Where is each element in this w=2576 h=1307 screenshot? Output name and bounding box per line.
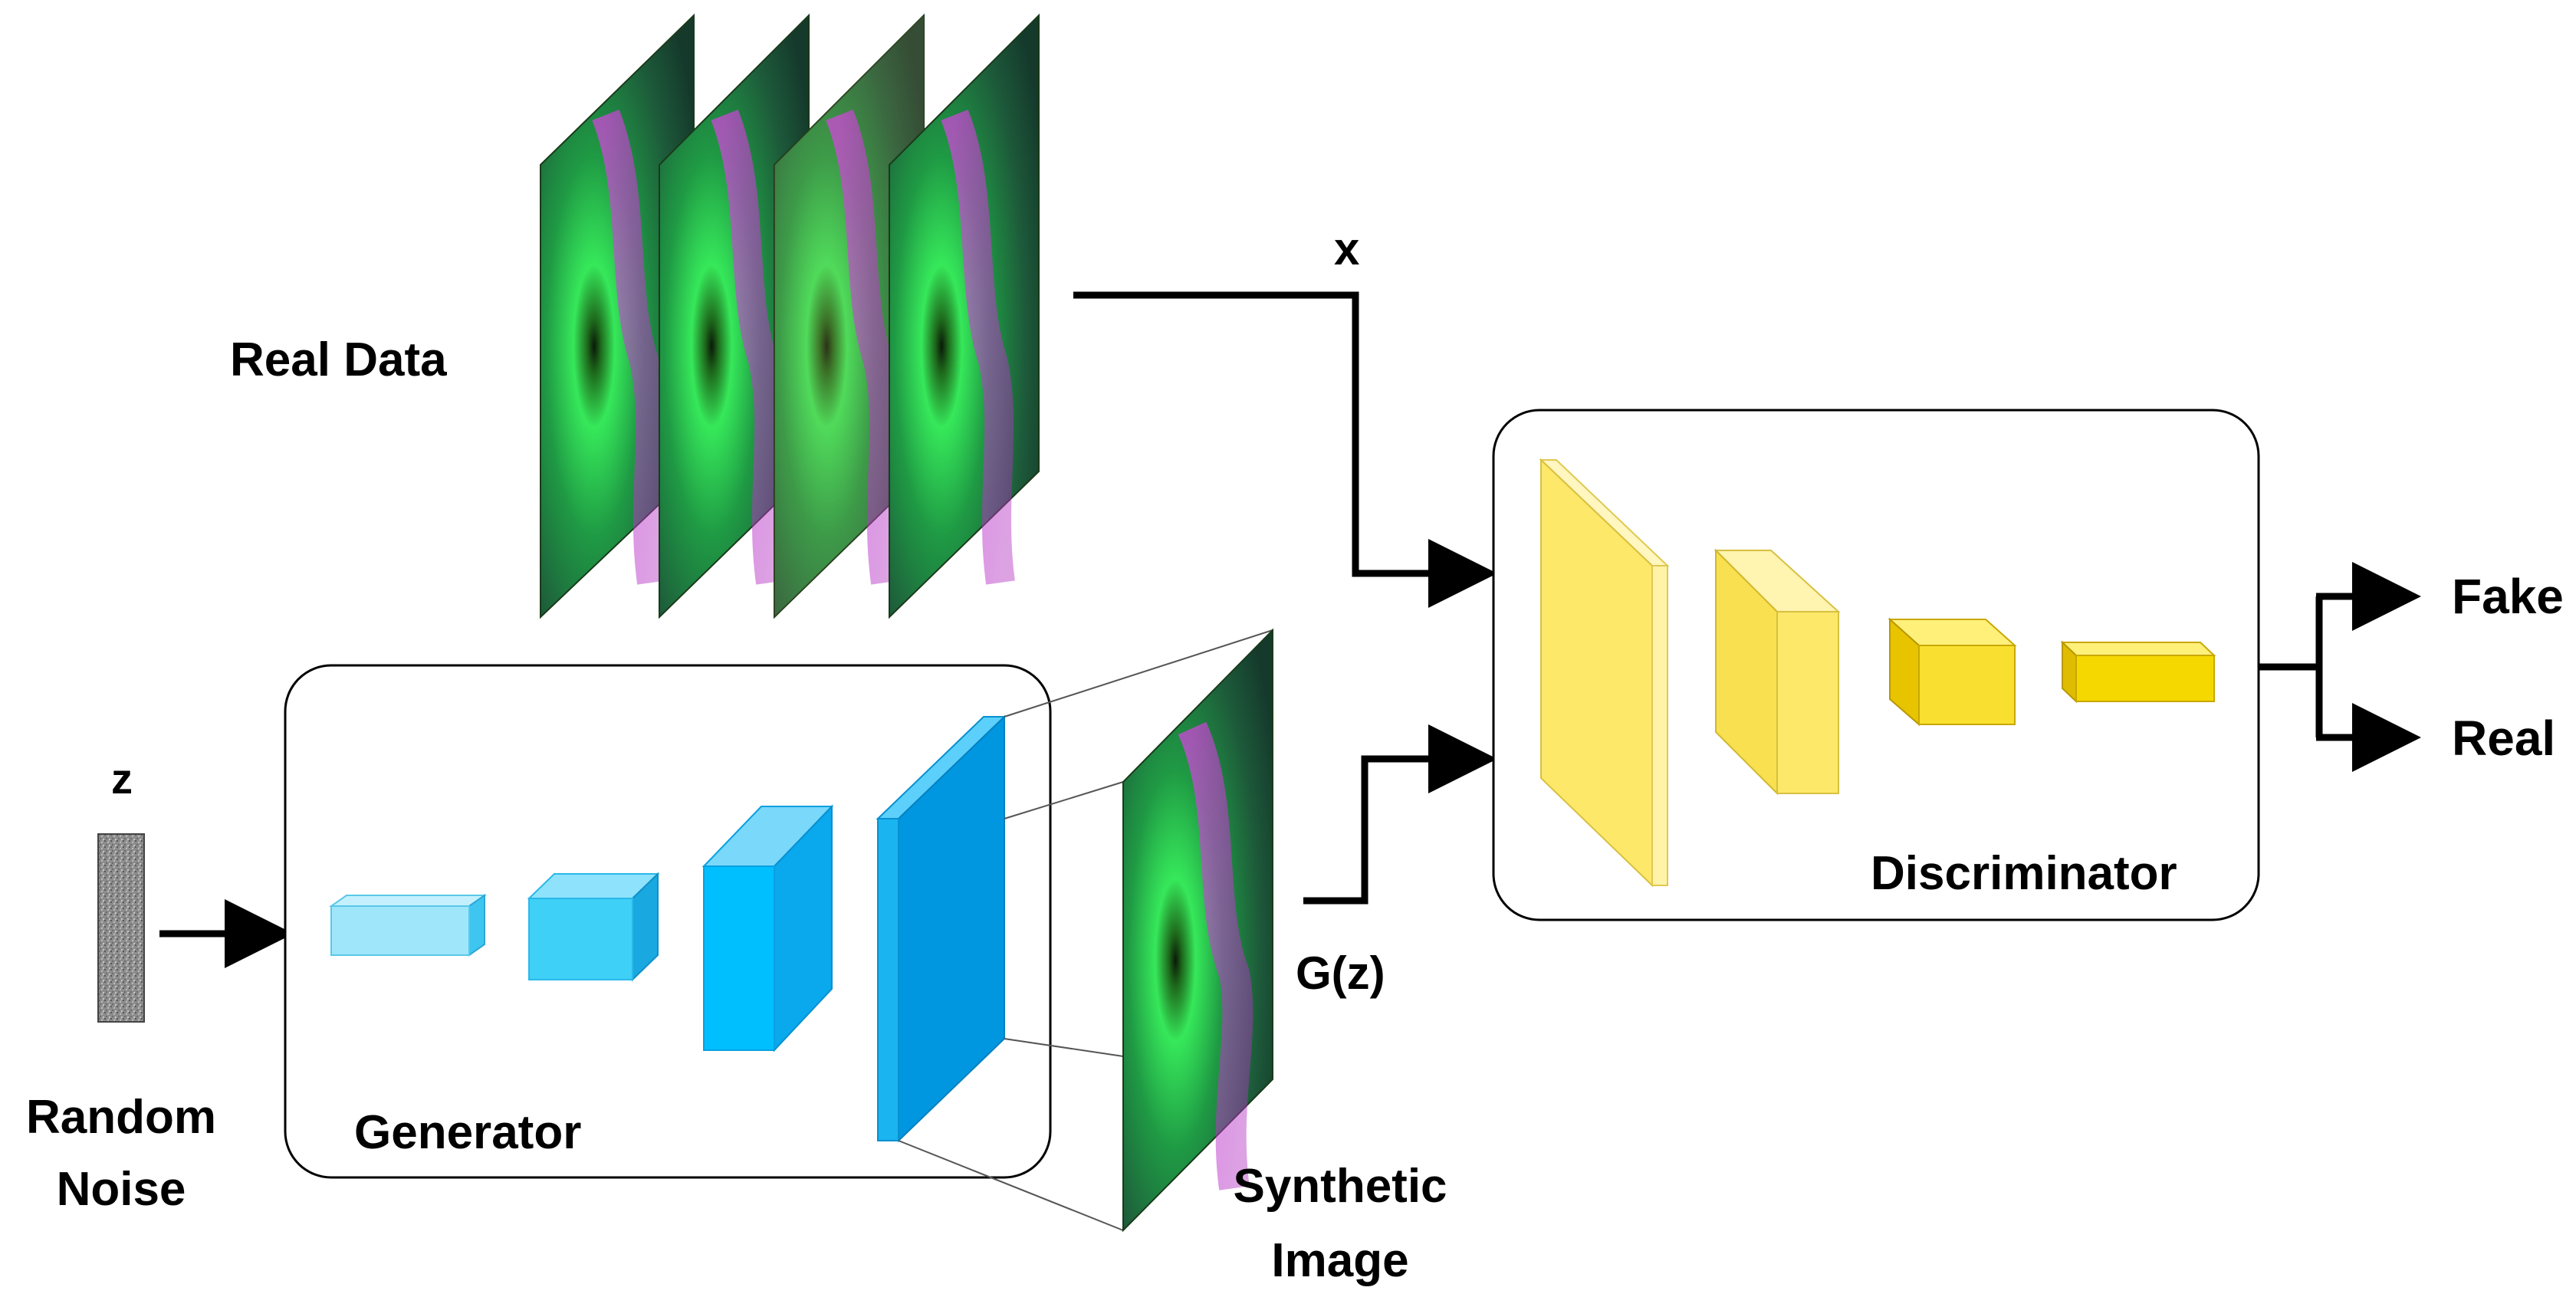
synthetic-image-label-line1: Synthetic — [1233, 1160, 1447, 1213]
x-label: x — [1334, 223, 1359, 274]
output-branch — [2259, 562, 2421, 772]
generator-layer-3 — [702, 804, 834, 1052]
real-data-label: Real Data — [230, 333, 447, 386]
discriminator-layer-3 — [1888, 617, 2017, 727]
discriminator-layer-1 — [1539, 458, 1670, 888]
real-data-image-stack — [540, 13, 1040, 619]
synthetic-image — [1122, 628, 1273, 1233]
noise-vector — [97, 833, 145, 1023]
real-data-image-3 — [774, 13, 925, 619]
generator-label: Generator — [354, 1106, 581, 1159]
discriminator-label: Discriminator — [1871, 847, 2177, 900]
synthetic-image-label-line2: Image — [1271, 1234, 1408, 1287]
real-data-image-2 — [659, 13, 810, 619]
random-noise-label-line2: Noise — [57, 1163, 186, 1216]
real-data-arrow — [1073, 291, 1497, 608]
discriminator-layer-2 — [1714, 548, 1841, 796]
gz-label: G(z) — [1296, 947, 1385, 999]
generator-layer-2 — [527, 872, 660, 982]
real-data-image-4 — [889, 13, 1040, 619]
z-label: z — [111, 754, 133, 803]
random-noise-label-line1: Random — [26, 1091, 216, 1144]
discriminator-box — [1492, 409, 2260, 921]
real-label: Real — [2452, 711, 2555, 766]
fake-label: Fake — [2452, 569, 2564, 624]
generator-box — [284, 664, 1052, 1179]
discriminator-layer-4 — [2060, 640, 2216, 704]
generator-layer-1 — [328, 894, 488, 957]
projection-lines — [898, 629, 1273, 1231]
synthetic-to-discriminator-arrow — [1303, 724, 1497, 905]
